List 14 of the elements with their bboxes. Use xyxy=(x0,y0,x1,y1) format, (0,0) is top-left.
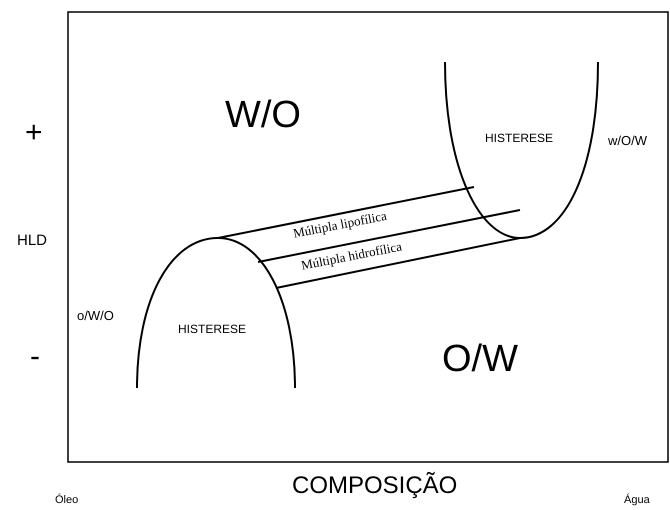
region-label: HISTERESE xyxy=(485,132,554,144)
region-label: Múltipla hidrofílica xyxy=(300,240,403,272)
region-label: Múltipla lipofílica xyxy=(292,208,388,240)
axis-sign: + xyxy=(25,118,43,148)
axis-sign: - xyxy=(30,342,40,372)
region-label: O/W xyxy=(442,340,518,378)
region-label: w/O/W xyxy=(608,134,647,147)
axis-title: COMPOSIÇÃO xyxy=(292,474,458,498)
region-label: HISTERESE xyxy=(178,323,246,335)
region-label: W/O xyxy=(225,96,301,134)
region-label: o/W/O xyxy=(77,309,114,322)
axis-end-label: Óleo xyxy=(55,495,78,506)
axis-end-label: Água xyxy=(624,495,650,506)
axis-title: HLD xyxy=(17,233,48,248)
